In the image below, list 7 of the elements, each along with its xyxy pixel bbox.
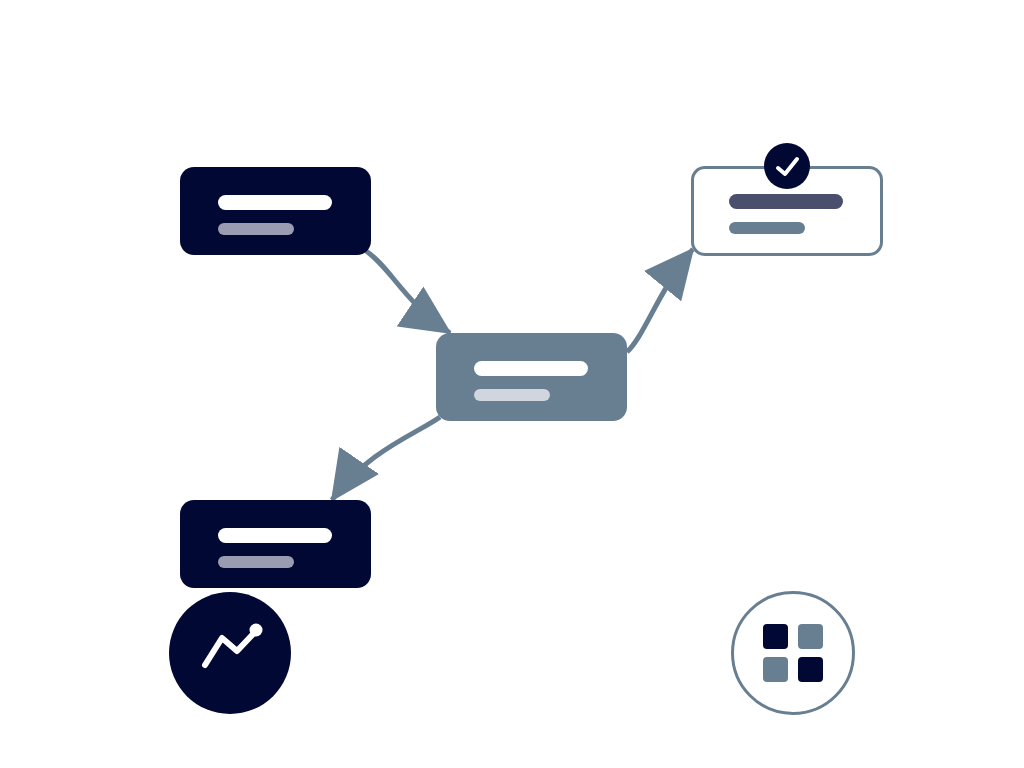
arrow	[330, 414, 442, 502]
arrow	[625, 247, 695, 354]
process-box	[436, 333, 627, 421]
process-box	[180, 500, 371, 588]
process-box	[180, 167, 371, 255]
process-box	[691, 166, 883, 256]
arrow	[364, 249, 452, 336]
